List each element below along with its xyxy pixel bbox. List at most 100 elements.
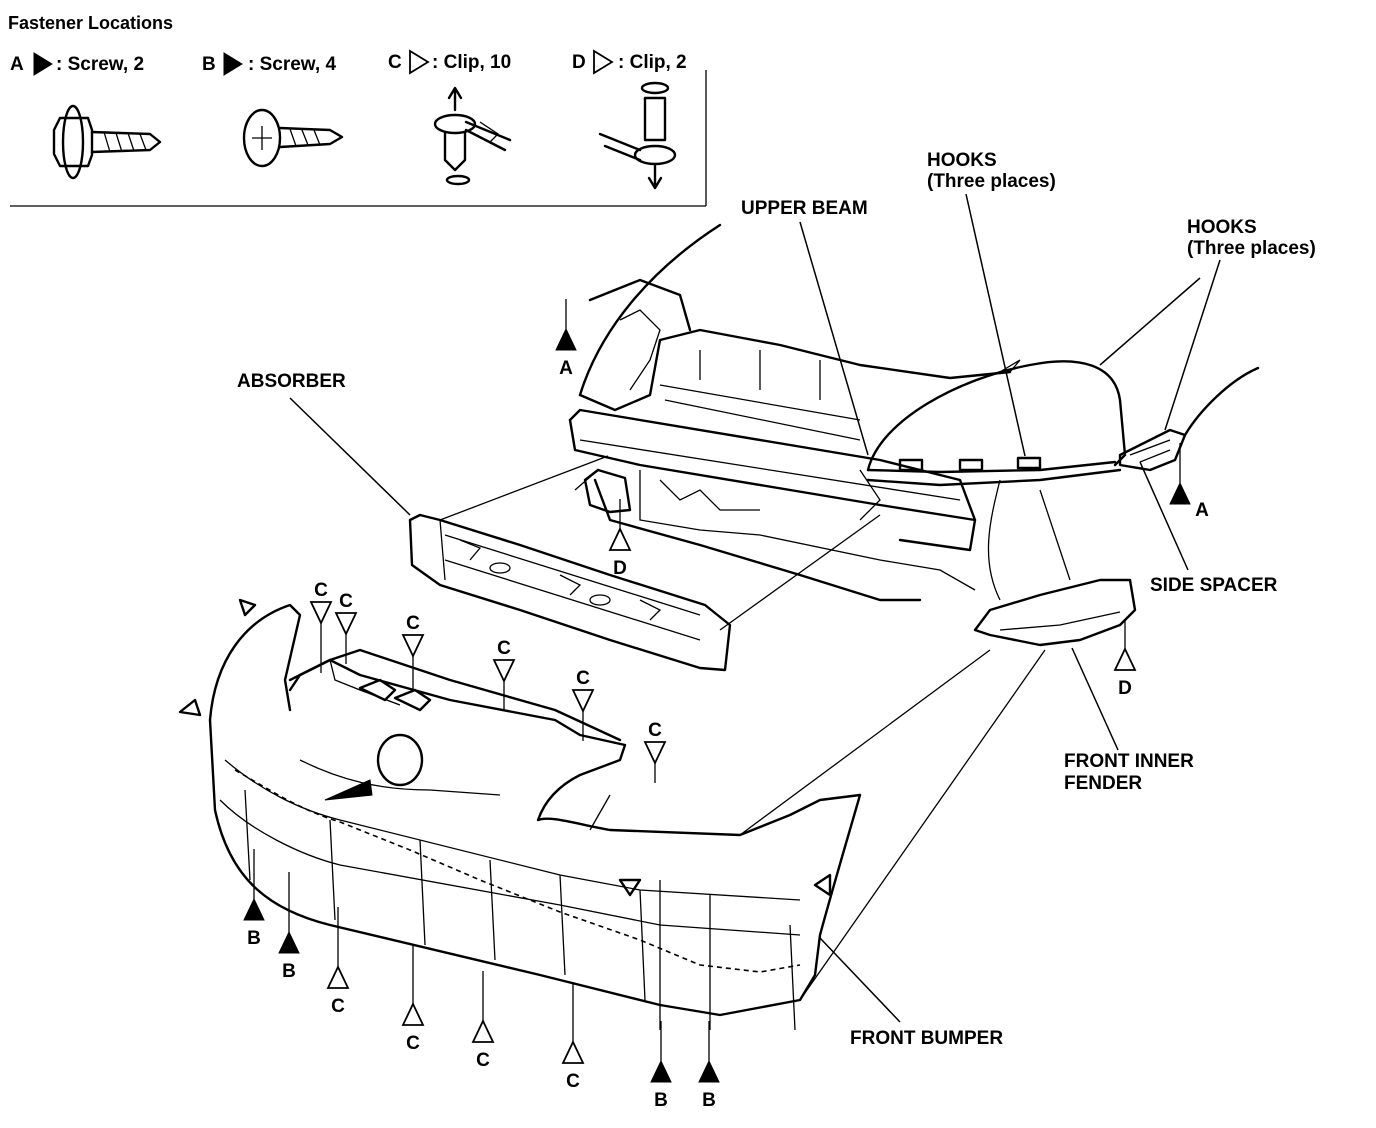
fastener-marker-c-bottom-3: C: [471, 971, 495, 1071]
filled-triangle-icon: [1169, 481, 1191, 505]
marker-letter: D: [613, 558, 627, 579]
open-triangle-icon: [492, 659, 516, 684]
fastener-marker-c-top-4: C: [492, 638, 516, 711]
legend-letter-a: A: [10, 54, 24, 75]
fastener-marker-d-fender: D: [1113, 619, 1137, 699]
fastener-marker-c-top-5: C: [571, 668, 595, 741]
legend-item-a: A : Screw, 2: [10, 52, 162, 180]
legend-item-d: D : Clip, 2: [572, 49, 687, 190]
legend-letter-d: D: [572, 52, 586, 73]
marker-letter: B: [247, 928, 261, 949]
inner-fender-and-spacer: [973, 366, 1260, 647]
front-bumper: [178, 598, 862, 1031]
legend-item-b: B : Screw, 4: [202, 52, 344, 168]
leader-hooks-2b: [1099, 277, 1201, 366]
label-hooks-2: HOOKS: [1187, 217, 1257, 238]
flange-bolt-screw-icon: [52, 104, 162, 180]
fastener-marker-c-top-1: C: [309, 580, 333, 673]
marker-letter: D: [1118, 678, 1132, 699]
fastener-marker-d-beam: D: [608, 499, 632, 579]
legend-title: Fastener Locations: [8, 13, 173, 33]
release-arrow-icon: [324, 779, 373, 801]
marker-letter: C: [406, 613, 420, 634]
fastener-marker-c-bottom-1: C: [326, 907, 350, 1017]
open-triangle-icon: [326, 964, 350, 989]
label-hooks-1-sub: (Three places): [927, 171, 1056, 192]
leader-side-spacer: [1139, 461, 1189, 571]
fastener-marker-b-bottom-1: B: [243, 849, 265, 949]
fastener-marker-b-bottom-3: B: [650, 1021, 672, 1111]
label-front-bumper: FRONT BUMPER: [850, 1028, 1003, 1049]
marker-letter: C: [314, 580, 328, 601]
alignment-lines: [439, 455, 1046, 1001]
marker-letter: B: [654, 1090, 668, 1111]
open-triangle-icon: [401, 634, 425, 659]
filled-triangle-icon: [650, 1059, 672, 1083]
leader-front-bumper: [819, 937, 901, 1023]
marker-letter: C: [339, 591, 353, 612]
label-absorber: ABSORBER: [237, 371, 346, 392]
open-triangle-icon: [401, 1001, 425, 1026]
leader-front-inner-fender: [1071, 647, 1119, 751]
fastener-marker-b-bottom-4: B: [698, 1021, 720, 1111]
fastener-marker-c-bottom-4: C: [561, 982, 585, 1092]
open-triangle-icon: [309, 601, 333, 626]
open-triangle-icon: [561, 1039, 585, 1064]
open-triangle-icon: [593, 49, 614, 75]
push-clip-d-icon: [598, 81, 677, 190]
fastener-marker-a-right: A: [1169, 443, 1209, 521]
marker-letter: C: [648, 720, 662, 741]
marker-letter: A: [559, 358, 573, 379]
fastener-legend: Fastener Locations A : Screw, 2 B : Scre…: [8, 13, 707, 207]
legend-desc-d: : Clip, 2: [618, 52, 687, 73]
push-clip-c-icon: [433, 86, 512, 186]
leader-hooks-2: [1164, 259, 1221, 431]
leader-hooks-1: [965, 193, 1026, 457]
leader-upper-beam: [799, 221, 869, 456]
marker-letter: C: [476, 1050, 490, 1071]
open-triangle-icon: [1113, 646, 1137, 671]
filled-triangle-icon: [555, 327, 577, 351]
filled-triangle-icon: [33, 52, 53, 76]
legend-letter-c: C: [388, 52, 402, 73]
fastener-marker-a-top-left: A: [555, 299, 577, 379]
upper-beam-assembly: [568, 223, 1012, 602]
fastener-marker-b-bottom-2: B: [278, 872, 300, 982]
leader-absorber: [289, 397, 411, 516]
headlight-panel: [866, 359, 1127, 487]
open-triangle-icon: [471, 1018, 495, 1043]
marker-letter: C: [576, 668, 590, 689]
marker-letter: C: [406, 1033, 420, 1054]
legend-item-c: C : Clip, 10: [388, 49, 512, 186]
callout-labels: UPPER BEAM HOOKS (Three places) HOOKS (T…: [237, 150, 1316, 1049]
open-triangle-icon: [643, 741, 667, 766]
label-hooks-2-sub: (Three places): [1187, 238, 1316, 259]
legend-desc-b: : Screw, 4: [248, 54, 336, 75]
fastener-marker-c-top-6: C: [643, 720, 667, 783]
fastener-marker-c-bottom-2: C: [401, 944, 425, 1054]
legend-desc-c: : Clip, 10: [432, 52, 511, 73]
marker-letter: B: [702, 1090, 716, 1111]
filled-triangle-icon: [223, 52, 243, 76]
label-upper-beam: UPPER BEAM: [741, 198, 868, 219]
marker-letter: B: [282, 961, 296, 982]
filled-triangle-icon: [278, 930, 300, 954]
washer-head-screw-icon: [242, 108, 344, 168]
open-triangle-icon: [608, 526, 632, 551]
label-front-inner-fender-1: FRONT INNER: [1064, 751, 1194, 772]
filled-triangle-icon: [698, 1059, 720, 1083]
open-triangle-icon: [409, 49, 430, 75]
label-front-inner-fender-2: FENDER: [1064, 773, 1142, 794]
marker-letter: C: [331, 996, 345, 1017]
label-hooks-1: HOOKS: [927, 150, 997, 171]
legend-letter-b: B: [202, 54, 216, 75]
open-triangle-icon: [334, 612, 358, 637]
marker-letter: C: [497, 638, 511, 659]
filled-triangle-icon: [243, 897, 265, 921]
marker-letter: C: [566, 1071, 580, 1092]
open-triangle-icon: [571, 689, 595, 714]
legend-desc-a: : Screw, 2: [56, 54, 144, 75]
marker-letter: A: [1195, 500, 1209, 521]
